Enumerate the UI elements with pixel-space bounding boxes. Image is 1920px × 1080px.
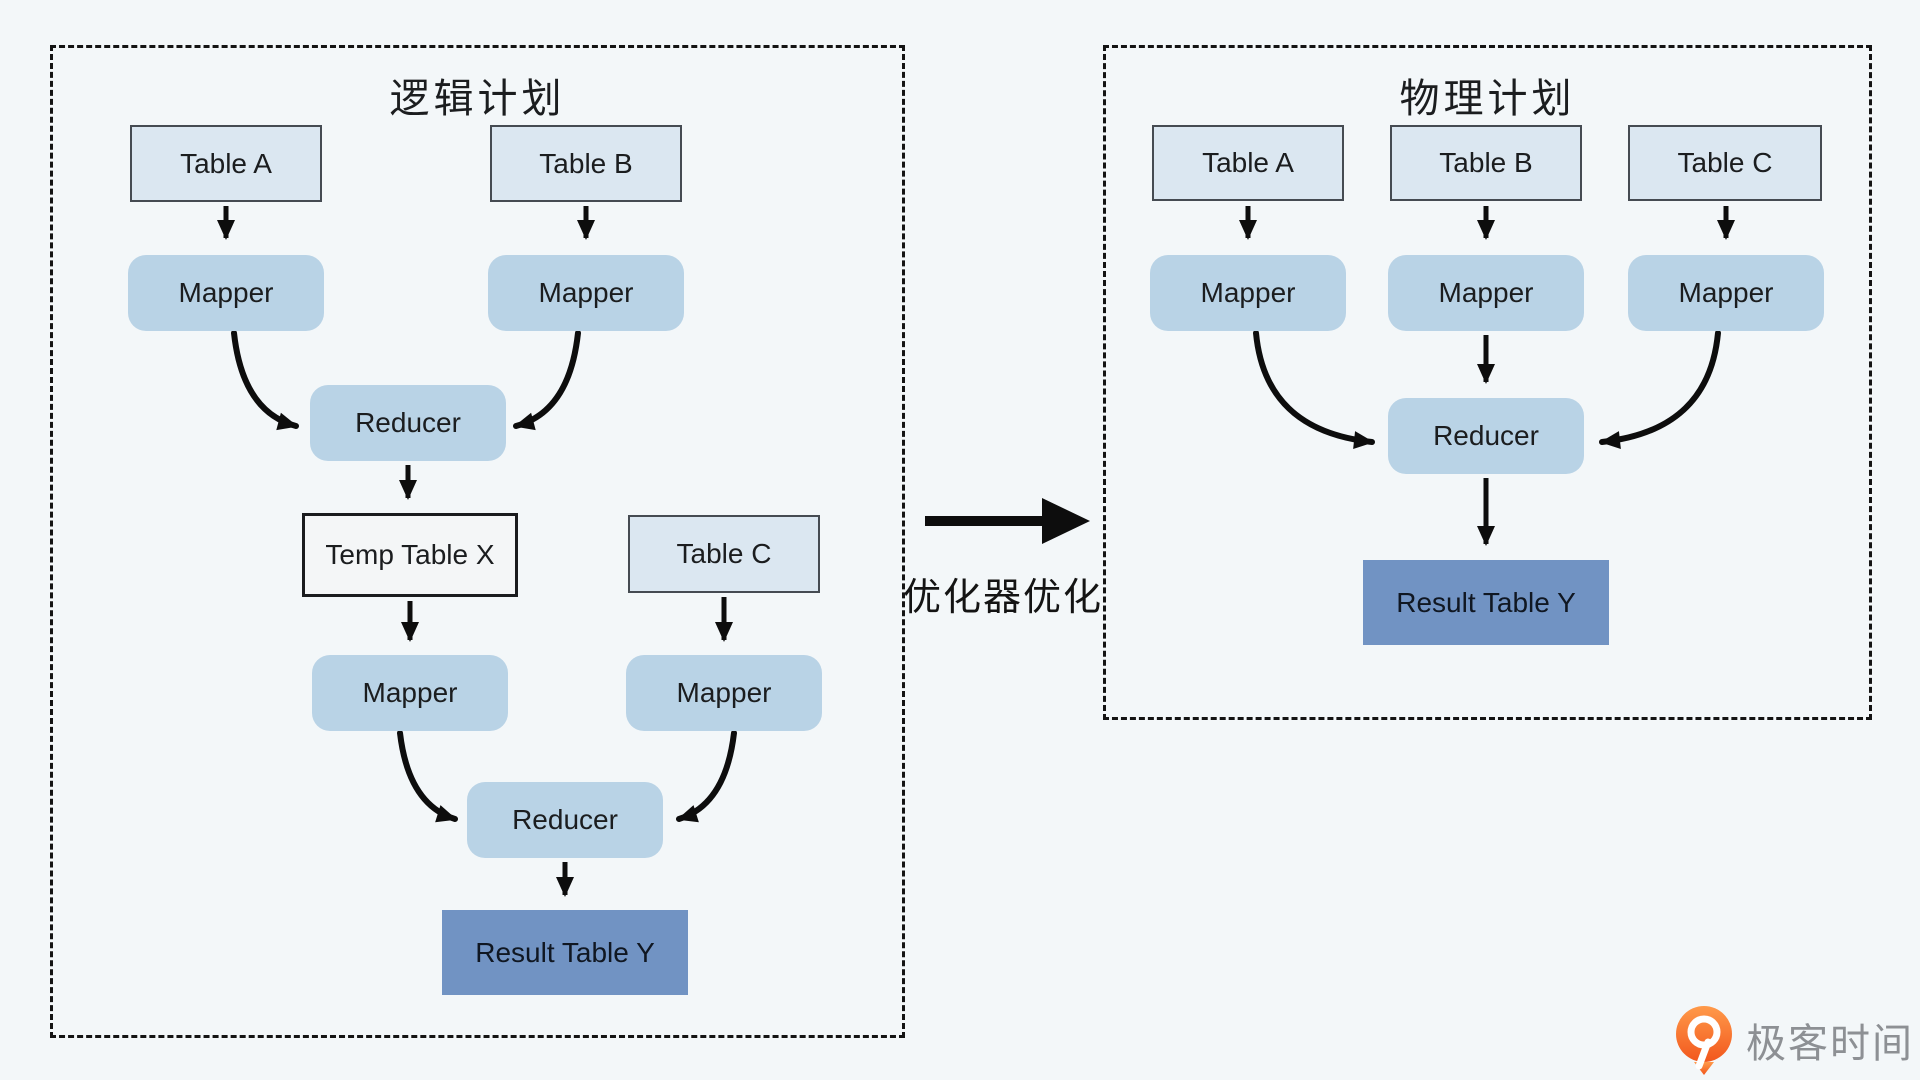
right-node-mapper-b: Mapper [1388, 255, 1584, 331]
logical-plan-title: 逻辑计划 [389, 77, 566, 121]
left-node-table-c: Table C [628, 515, 820, 593]
optimizer-arrow [925, 498, 1090, 544]
right-node-result-table-y: Result Table Y [1363, 560, 1609, 645]
right-node-table-c: Table C [1628, 125, 1822, 201]
right-node-reducer: Reducer [1388, 398, 1584, 474]
left-node-reducer-1: Reducer [310, 385, 506, 461]
left-node-temp-table-x: Temp Table X [302, 513, 518, 597]
geektime-logo: 极客时间 [1672, 1004, 1914, 1076]
left-node-reducer-2: Reducer [467, 782, 663, 858]
left-node-mapper-a: Mapper [128, 255, 324, 331]
left-node-mapper-b: Mapper [488, 255, 684, 331]
left-node-table-a: Table A [130, 125, 322, 202]
physical-plan-panel: 物理计划 [1103, 45, 1872, 720]
geektime-logo-text: 极客时间 [1746, 1022, 1914, 1066]
right-node-table-b: Table B [1390, 125, 1582, 201]
right-node-table-a: Table A [1152, 125, 1344, 201]
optimizer-label: 优化器优化 [902, 577, 1103, 619]
geektime-logo-icon [1676, 1006, 1732, 1075]
left-node-table-b: Table B [490, 125, 682, 202]
left-node-mapper-d: Mapper [626, 655, 822, 731]
logical-plan-panel: 逻辑计划 [50, 45, 905, 1038]
left-node-mapper-c: Mapper [312, 655, 508, 731]
right-node-mapper-c: Mapper [1628, 255, 1824, 331]
left-node-result-table-y: Result Table Y [442, 910, 688, 995]
physical-plan-title: 物理计划 [1399, 77, 1576, 121]
right-node-mapper-a: Mapper [1150, 255, 1346, 331]
